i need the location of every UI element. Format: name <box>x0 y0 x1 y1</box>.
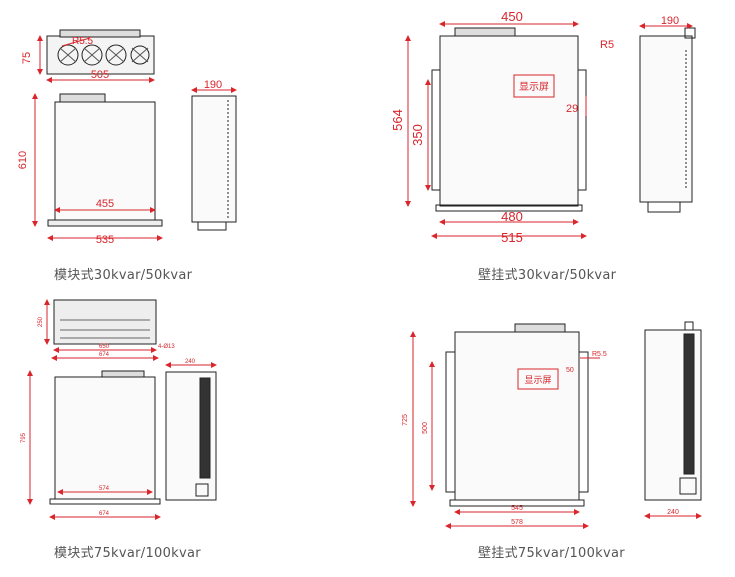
dim-radius: R5 <box>600 39 614 51</box>
panel-wall-75-100 <box>445 321 702 507</box>
front-view <box>454 331 580 501</box>
side-view <box>639 35 693 203</box>
dim-width-top: 650 <box>99 344 110 350</box>
panel-modular-30-50-dims <box>32 35 237 241</box>
dim-height-inner: 500 <box>422 422 429 434</box>
dim-width-side: 190 <box>661 15 679 27</box>
panel-wall-75-100-dims <box>410 331 702 529</box>
dim-width-inner: 455 <box>96 198 114 210</box>
dim-radius: R5.5 <box>592 351 607 358</box>
fan-icon <box>57 44 79 66</box>
fan-icon <box>130 45 150 65</box>
dim-width-side: 240 <box>185 359 196 365</box>
dim-height-body: 610 <box>17 151 29 169</box>
panel-modular-30-50 <box>46 29 237 231</box>
screen-label: 显示屏 <box>519 81 549 93</box>
panel-wall-30-50-dims <box>405 21 693 239</box>
caption-wall-30-50: 壁挂式30kvar/50kvar <box>478 268 617 283</box>
screen-label-box <box>517 368 559 390</box>
dim-width-inner: 545 <box>511 505 523 512</box>
dim-width-side: 190 <box>204 79 222 91</box>
dim-height-small: 75 <box>21 52 33 64</box>
dim-width-top2: 674 <box>99 352 110 358</box>
dim-offset: 29 <box>566 103 578 115</box>
dim-height-inner: 350 <box>410 124 425 146</box>
front-view-main <box>47 93 163 227</box>
dim-width-base: 674 <box>99 511 110 517</box>
caption-wall-75-100: 壁挂式75kvar/100kvar <box>478 546 625 561</box>
dim-height-total: 725 <box>402 414 409 426</box>
dim-height-body: 795 <box>21 432 27 443</box>
front-view <box>439 35 579 207</box>
panel-modular-30-50-labels: 75 R5.5 505 610 455 535 190 <box>17 36 222 246</box>
caption-modular-75-100: 模块式75kvar/100kvar <box>54 546 201 561</box>
panel-wall-30-50 <box>431 27 696 213</box>
dim-offset: 50 <box>566 367 574 374</box>
front-view-small <box>53 299 157 345</box>
panel-modular-75-100-labels: 250 650 674 4-Ø13 795 574 674 240 <box>21 316 196 517</box>
panel-modular-75-100-dims <box>27 299 217 520</box>
dim-width-top: 450 <box>501 9 523 24</box>
panel-wall-30-50-labels: 450 R5 564 350 29 480 515 190 <box>390 9 679 245</box>
panel-wall-75-100-labels: 725 500 50 R5.5 545 578 240 <box>402 351 679 526</box>
side-view <box>191 95 237 231</box>
screen-label-box <box>513 74 555 98</box>
fan-icon <box>81 44 103 66</box>
dim-width-top: 505 <box>91 69 109 81</box>
caption-modular-30-50: 模块式30kvar/50kvar <box>54 268 193 283</box>
front-view-small <box>46 29 155 75</box>
dim-width-inner: 574 <box>99 486 110 492</box>
dim-width-base: 578 <box>511 519 523 526</box>
panel-modular-75-100 <box>49 299 217 505</box>
dim-fan-radius: R5.5 <box>72 36 94 47</box>
dim-width-base: 515 <box>501 230 523 245</box>
dim-width-base: 535 <box>96 234 114 246</box>
dim-height-small: 250 <box>38 316 44 327</box>
front-view-main <box>54 376 156 500</box>
dim-height-total: 564 <box>390 109 405 131</box>
dim-width-side: 240 <box>667 509 679 516</box>
dim-hole: 4-Ø13 <box>158 344 175 350</box>
fan-icon <box>105 44 127 66</box>
screen-label: 显示屏 <box>524 375 551 385</box>
dim-width-inner: 480 <box>501 209 523 224</box>
